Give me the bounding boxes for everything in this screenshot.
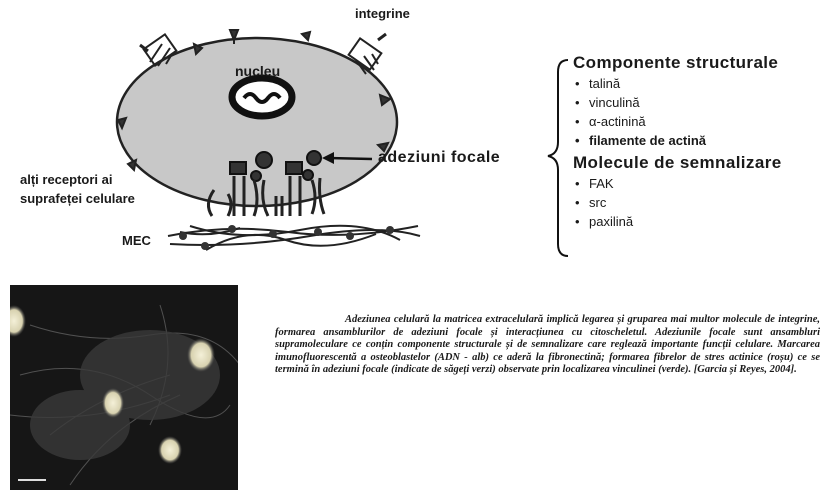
signaling-title: Molecule de semnalizare (573, 152, 782, 174)
structural-item-label: talină (589, 76, 620, 91)
nucleus-glow (187, 338, 215, 372)
nucleus-glow (158, 436, 182, 464)
bullet: • (575, 112, 589, 131)
fluorescence-micrograph (10, 285, 238, 490)
label-nucleu: nucleu (235, 63, 280, 79)
bullet: • (575, 212, 589, 231)
structural-item-label: α-actinină (589, 114, 646, 129)
label-suprafetei: suprafeței celulare (20, 191, 135, 206)
bullet: • (575, 131, 589, 150)
structural-item-label: vinculină (589, 95, 640, 110)
label-integrine: integrine (355, 6, 410, 21)
structural-item: •filamente de actină (573, 131, 782, 150)
signaling-item: •src (573, 193, 782, 212)
list-brace (548, 60, 568, 256)
structural-item: •talină (573, 74, 782, 93)
structural-title: Componente structurale (573, 52, 782, 74)
label-alti-receptori: alți receptori ai (20, 172, 112, 187)
nucleus (232, 78, 292, 116)
signaling-item-label: paxilină (589, 214, 633, 229)
bullet: • (575, 93, 589, 112)
bullet: • (575, 74, 589, 93)
structural-item: •vinculină (573, 93, 782, 112)
structural-item-label: filamente de actină (589, 133, 706, 148)
label-adeziuni-focale: adeziuni focale (378, 149, 500, 167)
nucleus-glow (102, 388, 124, 418)
figure-caption: Adeziunea celulară la matricea extracelu… (275, 314, 820, 377)
structural-item: •α-actinină (573, 112, 782, 131)
micrograph-image (10, 285, 238, 490)
signaling-item-label: FAK (589, 176, 614, 191)
adhesion-arrow (328, 158, 372, 159)
component-list: Componente structurale •talină •vinculin… (573, 52, 782, 231)
label-mec: MEC (122, 233, 151, 248)
signaling-item: •paxilină (573, 212, 782, 231)
signaling-item-label: src (589, 195, 606, 210)
signaling-item: •FAK (573, 174, 782, 193)
bullet: • (575, 174, 589, 193)
bullet: • (575, 193, 589, 212)
